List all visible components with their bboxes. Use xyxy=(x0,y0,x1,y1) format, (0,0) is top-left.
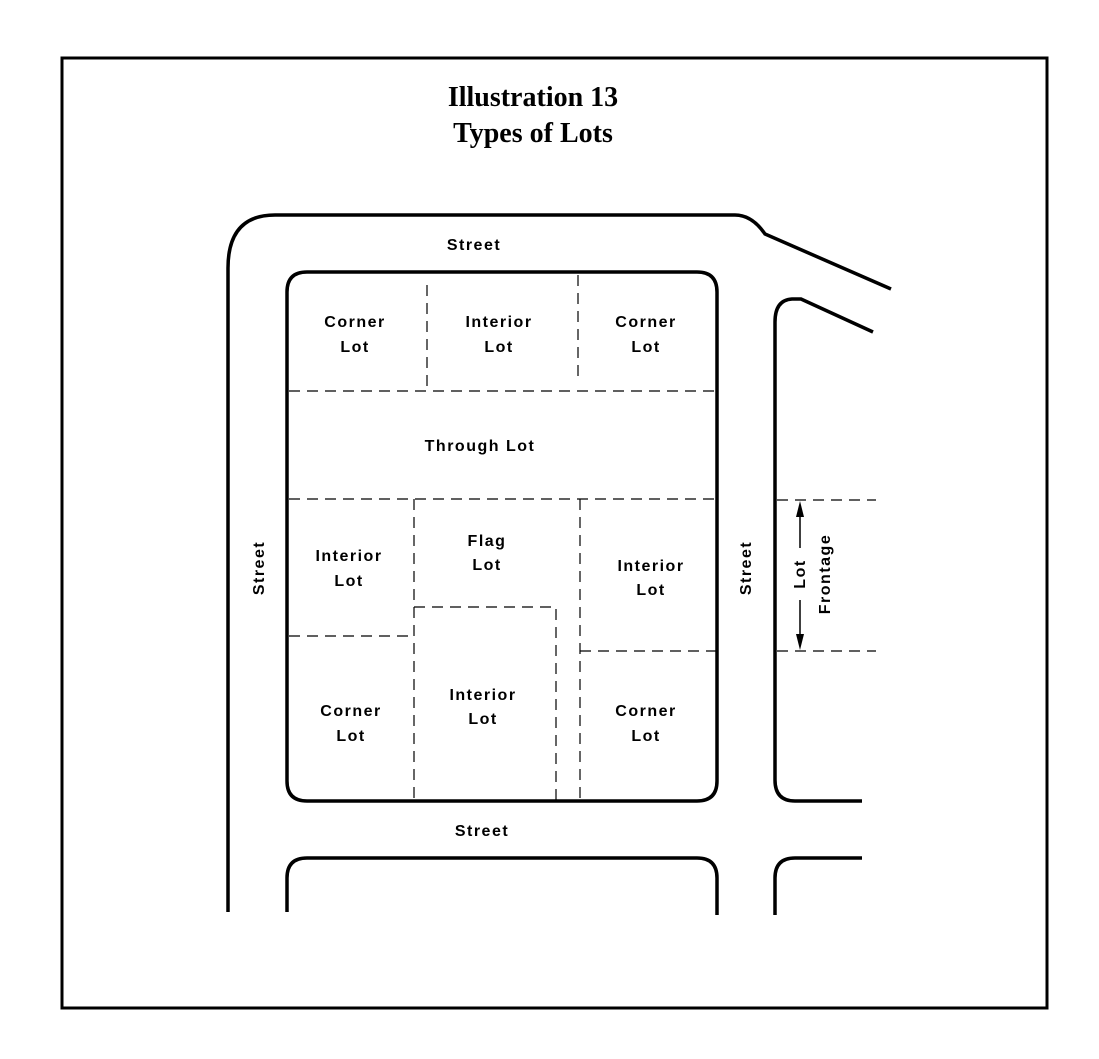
right-block-outline xyxy=(773,297,874,803)
lot-lines xyxy=(289,275,876,800)
main-block-outline xyxy=(285,270,719,803)
frame-border xyxy=(60,56,1049,1010)
street-label-left: Street xyxy=(251,541,268,595)
title-line-1: Illustration 13 xyxy=(448,82,618,113)
frontage-label-lot: Lot xyxy=(792,559,809,588)
frontage-dimension-arrow xyxy=(796,501,804,650)
street-label-bottom: Street xyxy=(455,823,509,840)
street-label-top: Street xyxy=(447,237,501,254)
street-label-right: Street xyxy=(738,541,755,595)
lot-label-through: Through Lot xyxy=(425,438,536,455)
street-edge-outer xyxy=(226,213,892,912)
frontage-label-frontage: Frontage xyxy=(817,534,834,614)
title-line-2: Types of Lots xyxy=(453,118,613,149)
lower-block-outline xyxy=(285,856,719,915)
lower-right-block-outline xyxy=(773,856,862,915)
